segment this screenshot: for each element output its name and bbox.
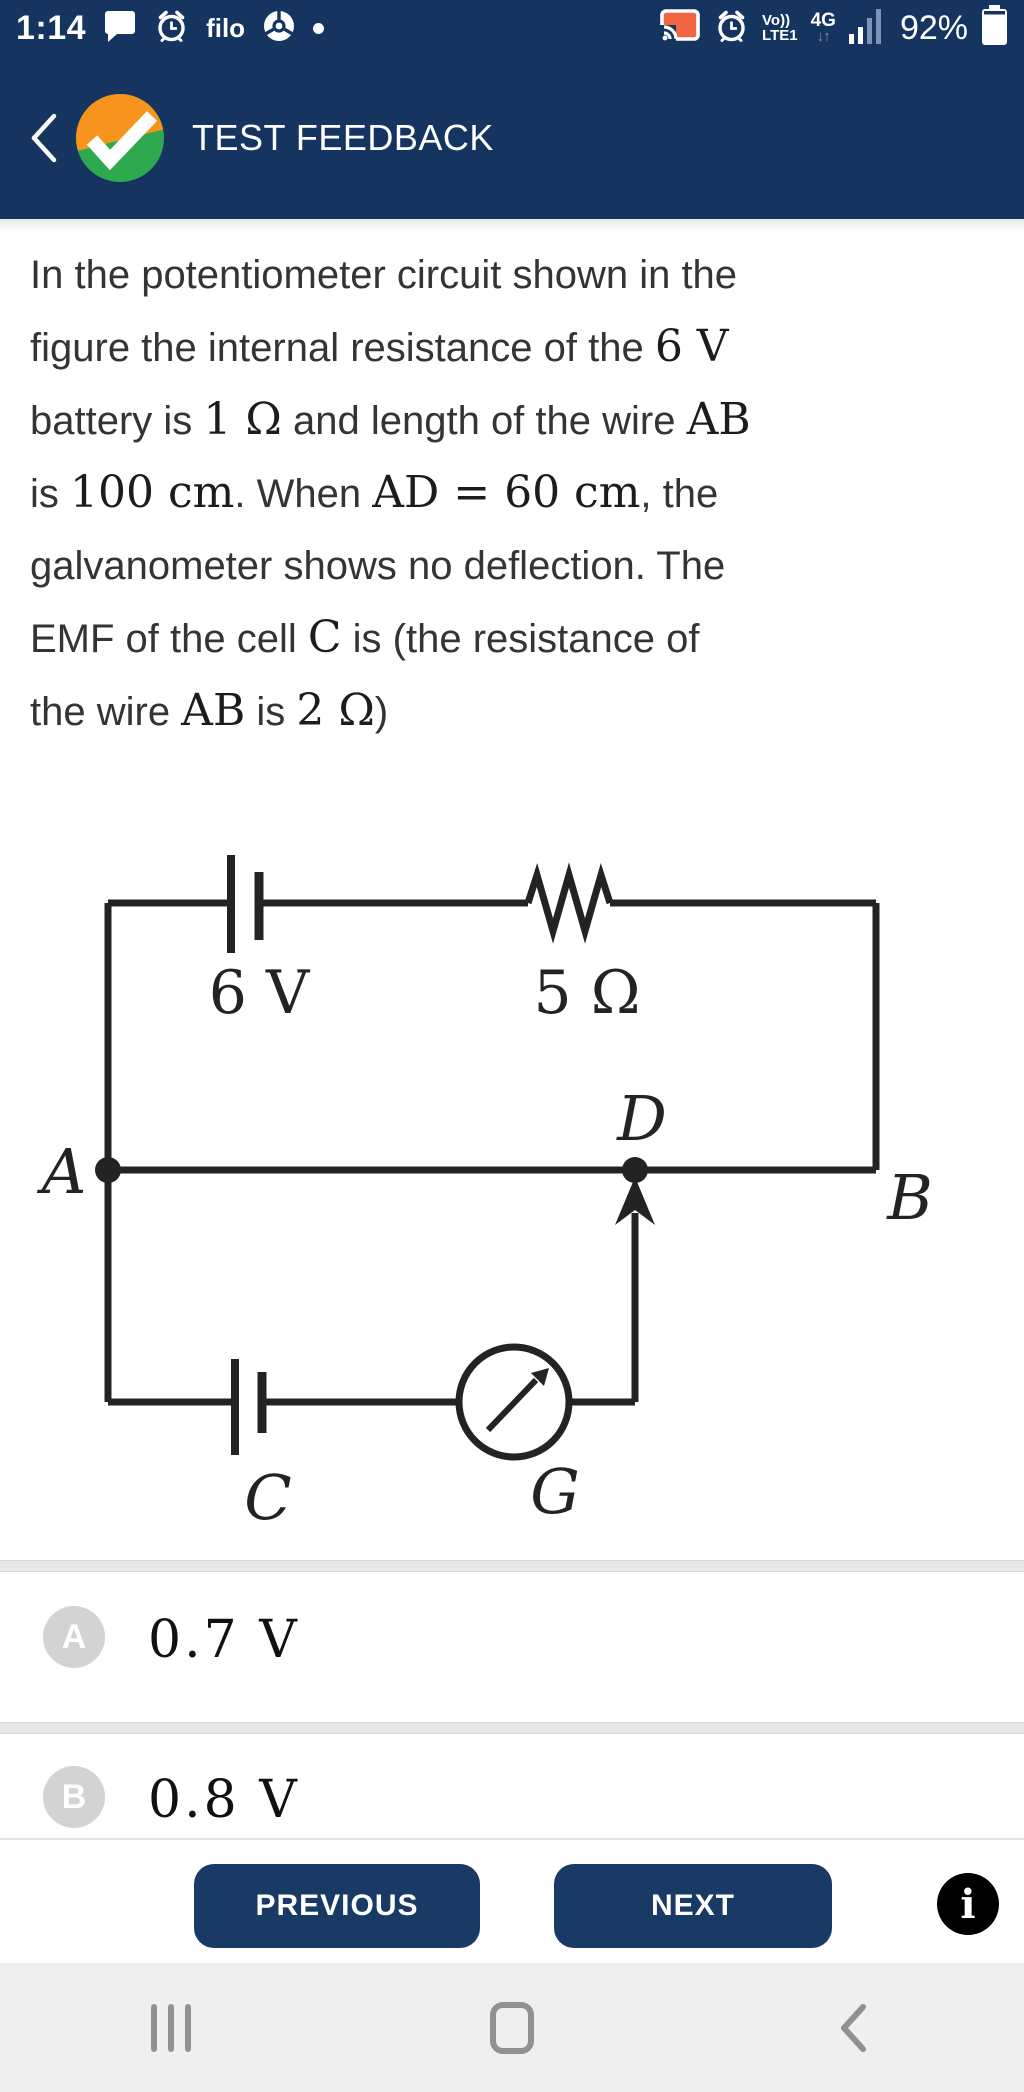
- back-button[interactable]: [30, 112, 64, 164]
- cell-c-label: C: [244, 1461, 291, 1534]
- chrome-icon: [262, 9, 296, 48]
- chat-bubble-icon: [103, 9, 137, 47]
- question-line: battery is 1 Ω and length of the wire AB: [30, 394, 751, 445]
- circuit-diagram: 6 V 5 Ω A B D C G: [37, 855, 933, 1534]
- recents-button[interactable]: [0, 2003, 341, 2052]
- question-line: figure the internal resistance of the 6 …: [30, 321, 729, 372]
- android-nav-bar: [0, 1963, 1024, 2092]
- status-bar: 1:14 filo: [0, 0, 1024, 56]
- filo-app-label: filo: [206, 12, 246, 43]
- alarm-clock-icon: [154, 9, 189, 48]
- signal-strength-icon: [848, 6, 887, 51]
- question-line: is 100 cm. When AD = 60 cm, the: [30, 467, 719, 518]
- question-card: In the potentiometer circuit shown in th…: [0, 219, 1024, 1560]
- page-title: TEST FEEDBACK: [192, 116, 494, 158]
- home-button[interactable]: [341, 2001, 682, 2054]
- home-icon: [489, 2001, 534, 2054]
- option-a-badge: A: [43, 1606, 105, 1668]
- nta-logo: [76, 93, 164, 182]
- option-row-a[interactable]: A 0.7 V: [0, 1574, 1024, 1722]
- option-row-b[interactable]: B 0.8 V: [0, 1736, 1024, 1838]
- question-line: the wire AB is 2 Ω): [30, 685, 389, 736]
- nav-back-icon: [841, 2003, 867, 2052]
- battery-voltage-label: 6 V: [209, 958, 311, 1028]
- option-a-value: 0.7 V: [148, 1610, 300, 1670]
- recents-icon: [150, 2003, 191, 2052]
- app-header: TEST FEEDBACK: [0, 56, 1024, 219]
- volte-indicator: Vo)) LTE1: [762, 12, 798, 44]
- smart-view-cast-icon: [659, 8, 701, 49]
- node-b-label: B: [886, 1161, 933, 1234]
- node-a-label: A: [37, 1135, 87, 1208]
- question-line: In the potentiometer circuit shown in th…: [30, 253, 738, 297]
- info-button[interactable]: i: [937, 1873, 999, 1935]
- question-text: In the potentiometer circuit shown in th…: [30, 239, 990, 748]
- question-line: EMF of the cell C is (the resistance of: [30, 612, 700, 663]
- resistor-value-label: 5 Ω: [534, 958, 641, 1028]
- option-b-badge: B: [43, 1766, 105, 1828]
- section-divider: [0, 1560, 1024, 1572]
- network-type-indicator: 4G ↓↑: [810, 10, 836, 45]
- clock-time: 1:14: [16, 8, 87, 47]
- galvanometer-label: G: [530, 1455, 580, 1528]
- nav-back-button[interactable]: [683, 2002, 1024, 2054]
- section-divider: [0, 1722, 1024, 1734]
- next-button[interactable]: NEXT: [554, 1864, 832, 1948]
- alarm-clock-status-icon: [714, 9, 749, 48]
- previous-button[interactable]: PREVIOUS: [194, 1864, 480, 1948]
- battery-percent: 92%: [899, 8, 968, 47]
- question-line: galvanometer shows no deflection. The: [30, 544, 726, 588]
- notification-dot-icon: [313, 22, 325, 34]
- footer-bar: PREVIOUS NEXT i: [0, 1838, 1024, 1963]
- option-b-value: 0.8 V: [148, 1770, 300, 1830]
- node-d-label: D: [616, 1082, 667, 1155]
- battery-icon: [981, 5, 1008, 51]
